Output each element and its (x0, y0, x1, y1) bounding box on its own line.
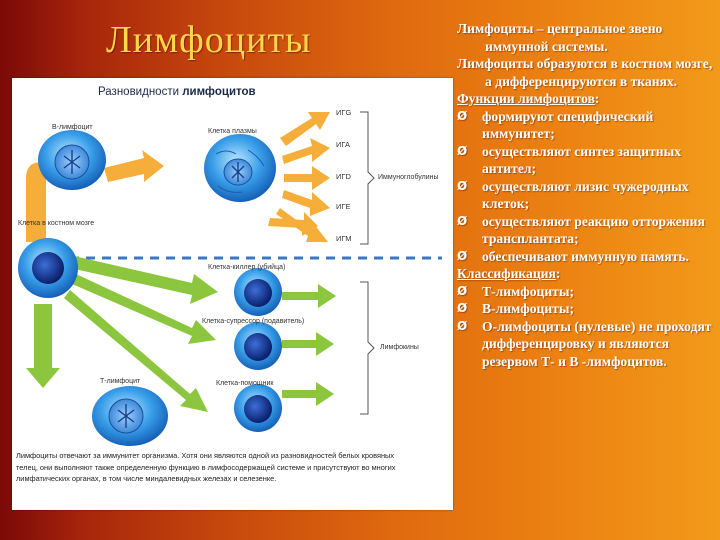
bullet-icon: Ø (457, 108, 468, 123)
list-item: Ø В-лимфоциты; (457, 300, 715, 318)
suppressor-cell-label: Клетка-супрессор (подавитель) (202, 318, 305, 325)
ig-label-4: ИГМ (336, 234, 352, 243)
classification-heading-line: Классификация: (457, 266, 561, 281)
functions-heading-line: Функции лимфоцитов: (457, 91, 600, 106)
functions-heading: Функции лимфоцитов (457, 91, 595, 106)
bullet-icon: Ø (457, 283, 468, 298)
arrow-lymphokine-1 (282, 284, 336, 308)
list-item: Ø Т-лимфоциты; (457, 283, 715, 301)
arrow-down-to-t-cell (26, 304, 60, 388)
arrow-b-to-plasma (104, 150, 164, 182)
ig-label-1: ИГА (336, 140, 350, 149)
figure-title-prefix: Разновидности (98, 86, 183, 98)
classification-item-text: О-лимфоциты (нулевые) не проходят диффер… (482, 318, 712, 369)
killer-cell (234, 268, 282, 316)
list-item: Ø О-лимфоциты (нулевые) не проходят диффе… (457, 318, 715, 371)
bullet-icon: Ø (457, 213, 468, 228)
lymphokine-bracket (360, 281, 375, 415)
function-item-text: осуществляют синтез защитных антител; (482, 143, 682, 177)
killer-cell-label: Клетка-киллер (убийца) (208, 264, 286, 271)
figure-title-bold: лимфоцитов (182, 86, 256, 98)
ig-label-0: ИГG (336, 108, 352, 117)
ig-label-3: ИГЕ (336, 202, 351, 211)
classification-heading: Классификация (457, 266, 556, 281)
bullet-icon: Ø (457, 301, 468, 315)
arrow-to-helper (64, 290, 208, 412)
slide-title: Лимфоциты (106, 19, 312, 61)
bone-marrow-cell-label: Клетка в костном мозге (18, 220, 95, 227)
figure-title: Разновидности лимфоцитов (98, 86, 256, 98)
function-item-text: осуществляют реакцию отторжения транспла… (482, 213, 705, 247)
plasma-cell-label: Клетка плазмы (208, 128, 257, 135)
t-branch-arrows (26, 212, 336, 412)
intro-paragraph-1: Лимфоциты – центральное звено иммунной с… (457, 21, 663, 54)
classification-list: Ø Т-лимфоциты; Ø В-лимфоциты; Ø О-лимфоциты… (457, 283, 715, 371)
arrow-igg (280, 112, 330, 146)
b-lymphocyte-cell (38, 130, 106, 190)
arrow-to-killer (70, 256, 218, 304)
diagram-graphics (18, 111, 442, 446)
helper-cell (234, 384, 282, 432)
t-lymphocyte-label: Т-лимфоцит (100, 378, 141, 385)
arrow-ige (282, 190, 330, 216)
bullet-icon: Ø (457, 178, 468, 193)
t-lymphocyte-cell (92, 386, 168, 446)
arrow-to-suppressor (72, 274, 216, 344)
lymphocyte-diagram: Разновидности лимфоцитов В-лимфоцит Клет… (12, 78, 453, 510)
arrow-lymphokine-2 (282, 332, 334, 356)
figure-caption: Лимфоциты отвечают за иммунитет организм… (16, 451, 396, 484)
bullet-icon: Ø (457, 248, 468, 263)
arrow-to-immunoglobulins (268, 212, 318, 236)
function-item-text: формируют специфический иммунитет; (482, 108, 654, 142)
classification-item-text: Т-лимфоциты; (482, 283, 574, 299)
helper-cell-label: Клетка-помощник (216, 380, 274, 387)
ig-label-2: ИГD (336, 172, 351, 181)
b-lymphocyte-label: В-лимфоцит (52, 124, 93, 131)
bullet-icon: Ø (457, 143, 468, 158)
intro-paragraph-2: Лимфоциты образуются в костном мозге, а … (457, 56, 713, 89)
bullet-icon: Ø (457, 318, 468, 333)
immunoglobulins-label: Иммуноглобулины (378, 174, 439, 181)
lymphokines-label: Лимфокины (380, 344, 419, 351)
arrow-lymphokine-3 (282, 382, 334, 406)
bone-marrow-cell (18, 238, 78, 298)
suppressor-cell (234, 322, 282, 370)
function-item-text: осуществляют лизис чужеродных клеток; (482, 178, 689, 212)
function-item-text: обеспечивают иммунную память. (482, 248, 689, 264)
immunoglobulin-bracket (360, 111, 375, 245)
arrow-iga (282, 138, 330, 164)
arrow-igd (284, 166, 330, 190)
text-panel: Лимфоциты – центральное звено иммунной с… (457, 20, 715, 370)
plasma-cell (204, 134, 276, 202)
classification-item-text: В-лимфоциты; (482, 301, 574, 316)
